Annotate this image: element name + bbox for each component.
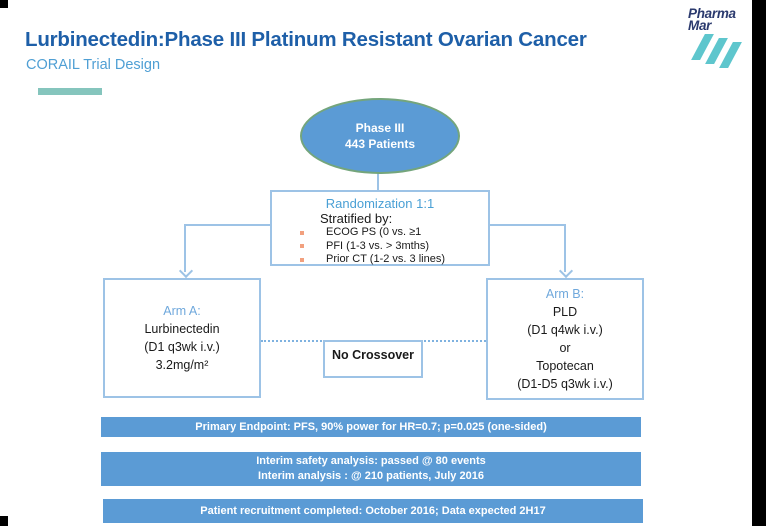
arm-a-line: Lurbinectedin xyxy=(144,322,220,336)
bullet-square-icon xyxy=(300,244,304,249)
slide-subtitle: CORAIL Trial Design xyxy=(26,57,161,73)
connector-left-horizontal xyxy=(184,224,270,226)
arm-b-line: (D1-D5 q3wk i.v.) xyxy=(517,377,613,391)
arm-b-line: or xyxy=(559,341,571,355)
arm-b-box: Arm B: PLD (D1 q4wk i.v.) or Topotecan (… xyxy=(486,278,644,400)
interim-analysis-banner: Interim safety analysis: passed @ 80 eve… xyxy=(101,452,641,486)
black-corner-top-left xyxy=(0,0,8,8)
arm-b-label: Arm B: xyxy=(545,287,585,301)
arm-a-line: (D1 q3wk i.v.) xyxy=(144,340,220,354)
pharmamar-slashes-icon xyxy=(691,32,746,68)
banner-line: Patient recruitment completed: October 2… xyxy=(200,504,546,517)
connector-ellipse-to-randomization xyxy=(377,168,379,190)
arm-a-line: 3.2mg/m² xyxy=(155,358,209,372)
arm-a-box: Arm A: Lurbinectedin (D1 q3wk i.v.) 3.2m… xyxy=(103,278,261,398)
randomization-box: Randomization 1:1 Stratified by: ECOG PS… xyxy=(270,190,490,266)
phase-node-line2: 443 Patients xyxy=(344,137,416,151)
arm-b-line: Topotecan xyxy=(536,359,594,373)
connector-left-vertical xyxy=(184,224,186,272)
black-bar-right-edge xyxy=(752,0,766,526)
stratification-item: Prior CT (1-2 vs. 3 lines) xyxy=(300,253,488,267)
primary-endpoint-banner: Primary Endpoint: PFS, 90% power for HR=… xyxy=(101,417,641,437)
no-crossover-box: No Crossover xyxy=(323,340,423,378)
stratification-item: PFI (1-3 vs. > 3mths) xyxy=(300,240,488,254)
black-corner-bottom-left xyxy=(0,516,8,526)
randomization-subtitle: Stratified by: xyxy=(320,211,393,226)
no-crossover-label: No Crossover xyxy=(332,348,414,362)
stratification-item-label: PFI (1-3 vs. > 3mths) xyxy=(326,239,429,252)
arm-a-label: Arm A: xyxy=(163,304,201,318)
banner-line: Interim safety analysis: passed @ 80 eve… xyxy=(256,455,486,467)
connector-right-horizontal xyxy=(490,224,566,226)
arm-b-line: (D1 q4wk i.v.) xyxy=(527,323,603,337)
pharmamar-logo: Pharma Mar xyxy=(688,6,752,68)
slide-title: Lurbinectedin:Phase III Platinum Resista… xyxy=(25,28,587,51)
arrowhead-down-icon xyxy=(178,263,194,279)
connector-right-vertical xyxy=(564,224,566,272)
banner-line: Primary Endpoint: PFS, 90% power for HR=… xyxy=(195,420,547,433)
phase-node-line1: Phase III xyxy=(355,121,405,135)
stratification-item-label: Prior CT (1-2 vs. 3 lines) xyxy=(326,253,445,265)
logo-text-line1: Pharma xyxy=(688,6,736,21)
arrowhead-down-icon xyxy=(558,263,574,279)
phase-node: Phase III 443 Patients xyxy=(300,98,460,174)
bullet-square-icon xyxy=(300,230,304,235)
stratification-item: ECOG PS (0 vs. ≥1 xyxy=(300,226,488,240)
arm-b-line: PLD xyxy=(552,305,578,319)
banner-line: Interim analysis : @ 210 patients, July … xyxy=(258,470,484,482)
logo-text-line2: Mar xyxy=(688,18,712,33)
recruitment-banner: Patient recruitment completed: October 2… xyxy=(103,499,643,523)
bullet-square-icon xyxy=(300,257,304,262)
randomization-title: Randomization 1:1 xyxy=(325,196,435,211)
teal-accent-dash xyxy=(38,88,102,95)
stratification-item-label: ECOG PS (0 vs. ≥1 xyxy=(326,226,422,238)
